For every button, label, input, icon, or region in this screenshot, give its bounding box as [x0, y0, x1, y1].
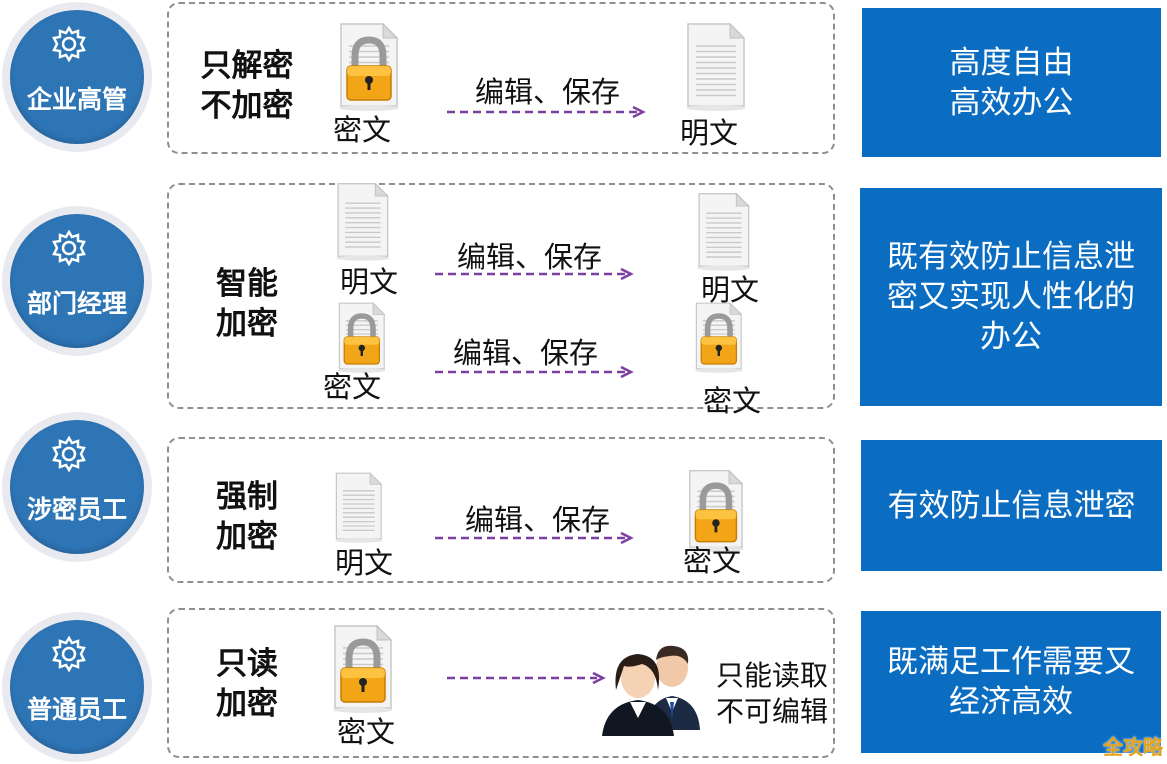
flow-panel-3	[167, 437, 835, 583]
gear-icon	[52, 635, 86, 673]
action-label: 编辑、保存	[453, 336, 599, 370]
benefit-box-4: 既满足工作需要又 经济高效	[861, 611, 1161, 753]
dashed-arrow	[447, 672, 606, 684]
target-label: 密文	[683, 544, 742, 578]
locked-document-icon	[687, 469, 744, 552]
action-label: 编辑、保存	[457, 240, 603, 274]
flow-panel-1	[167, 2, 835, 154]
benefit-box-1: 高度自由 高效办公	[862, 8, 1161, 157]
dashed-arrow	[435, 532, 634, 544]
gear-icon	[52, 229, 86, 267]
locked-document-icon	[339, 22, 399, 111]
plain-document-icon	[697, 192, 751, 271]
mode-label: 智能 加密	[216, 266, 278, 342]
role-name: 企业高管	[26, 85, 127, 114]
target-label: 密文	[703, 384, 762, 418]
benefit-box-3: 有效防止信息泄密	[861, 440, 1162, 571]
role-badge-1: 企业高管	[2, 2, 152, 152]
role-badge-4: 普通员工	[2, 612, 152, 762]
flow-panel-2	[167, 183, 835, 409]
flow-panel-4	[167, 608, 835, 758]
mode-label: 强制 加密	[216, 479, 278, 555]
action-label: 编辑、保存	[465, 503, 611, 537]
mode-label: 只解密 不加密	[200, 48, 294, 124]
dashed-arrow	[435, 268, 634, 280]
action-label: 编辑、保存	[475, 75, 621, 109]
gear-icon	[52, 25, 86, 63]
dashed-arrow	[435, 366, 634, 378]
users-icon	[602, 645, 700, 736]
target-label: 只能读取 不可编辑	[716, 659, 829, 728]
source-label: 密文	[333, 113, 392, 147]
role-name: 普通员工	[26, 695, 127, 724]
role-name: 部门经理	[26, 289, 127, 318]
watermark: 全攻略	[1103, 735, 1163, 759]
plain-document-icon	[686, 22, 746, 111]
target-label: 明文	[701, 273, 760, 307]
locked-document-icon	[337, 302, 386, 373]
plain-document-icon	[336, 182, 390, 261]
source-label: 明文	[335, 546, 394, 580]
mode-label: 只读 加密	[216, 646, 278, 722]
source-label: 明文	[340, 265, 399, 299]
plain-document-icon	[334, 472, 383, 543]
role-badge-2: 部门经理	[2, 206, 152, 356]
locked-document-icon	[694, 302, 743, 373]
gear-icon	[52, 435, 86, 473]
dashed-arrow	[447, 106, 646, 118]
benefit-box-2: 既有效防止信息泄 密又实现人性化的 办公	[860, 188, 1162, 406]
locked-document-icon	[333, 624, 393, 713]
target-label: 明文	[680, 116, 739, 150]
role-badge-3: 涉密员工	[2, 412, 152, 562]
source-label: 密文	[323, 370, 382, 404]
role-name: 涉密员工	[26, 495, 127, 524]
source-label: 密文	[337, 715, 396, 749]
